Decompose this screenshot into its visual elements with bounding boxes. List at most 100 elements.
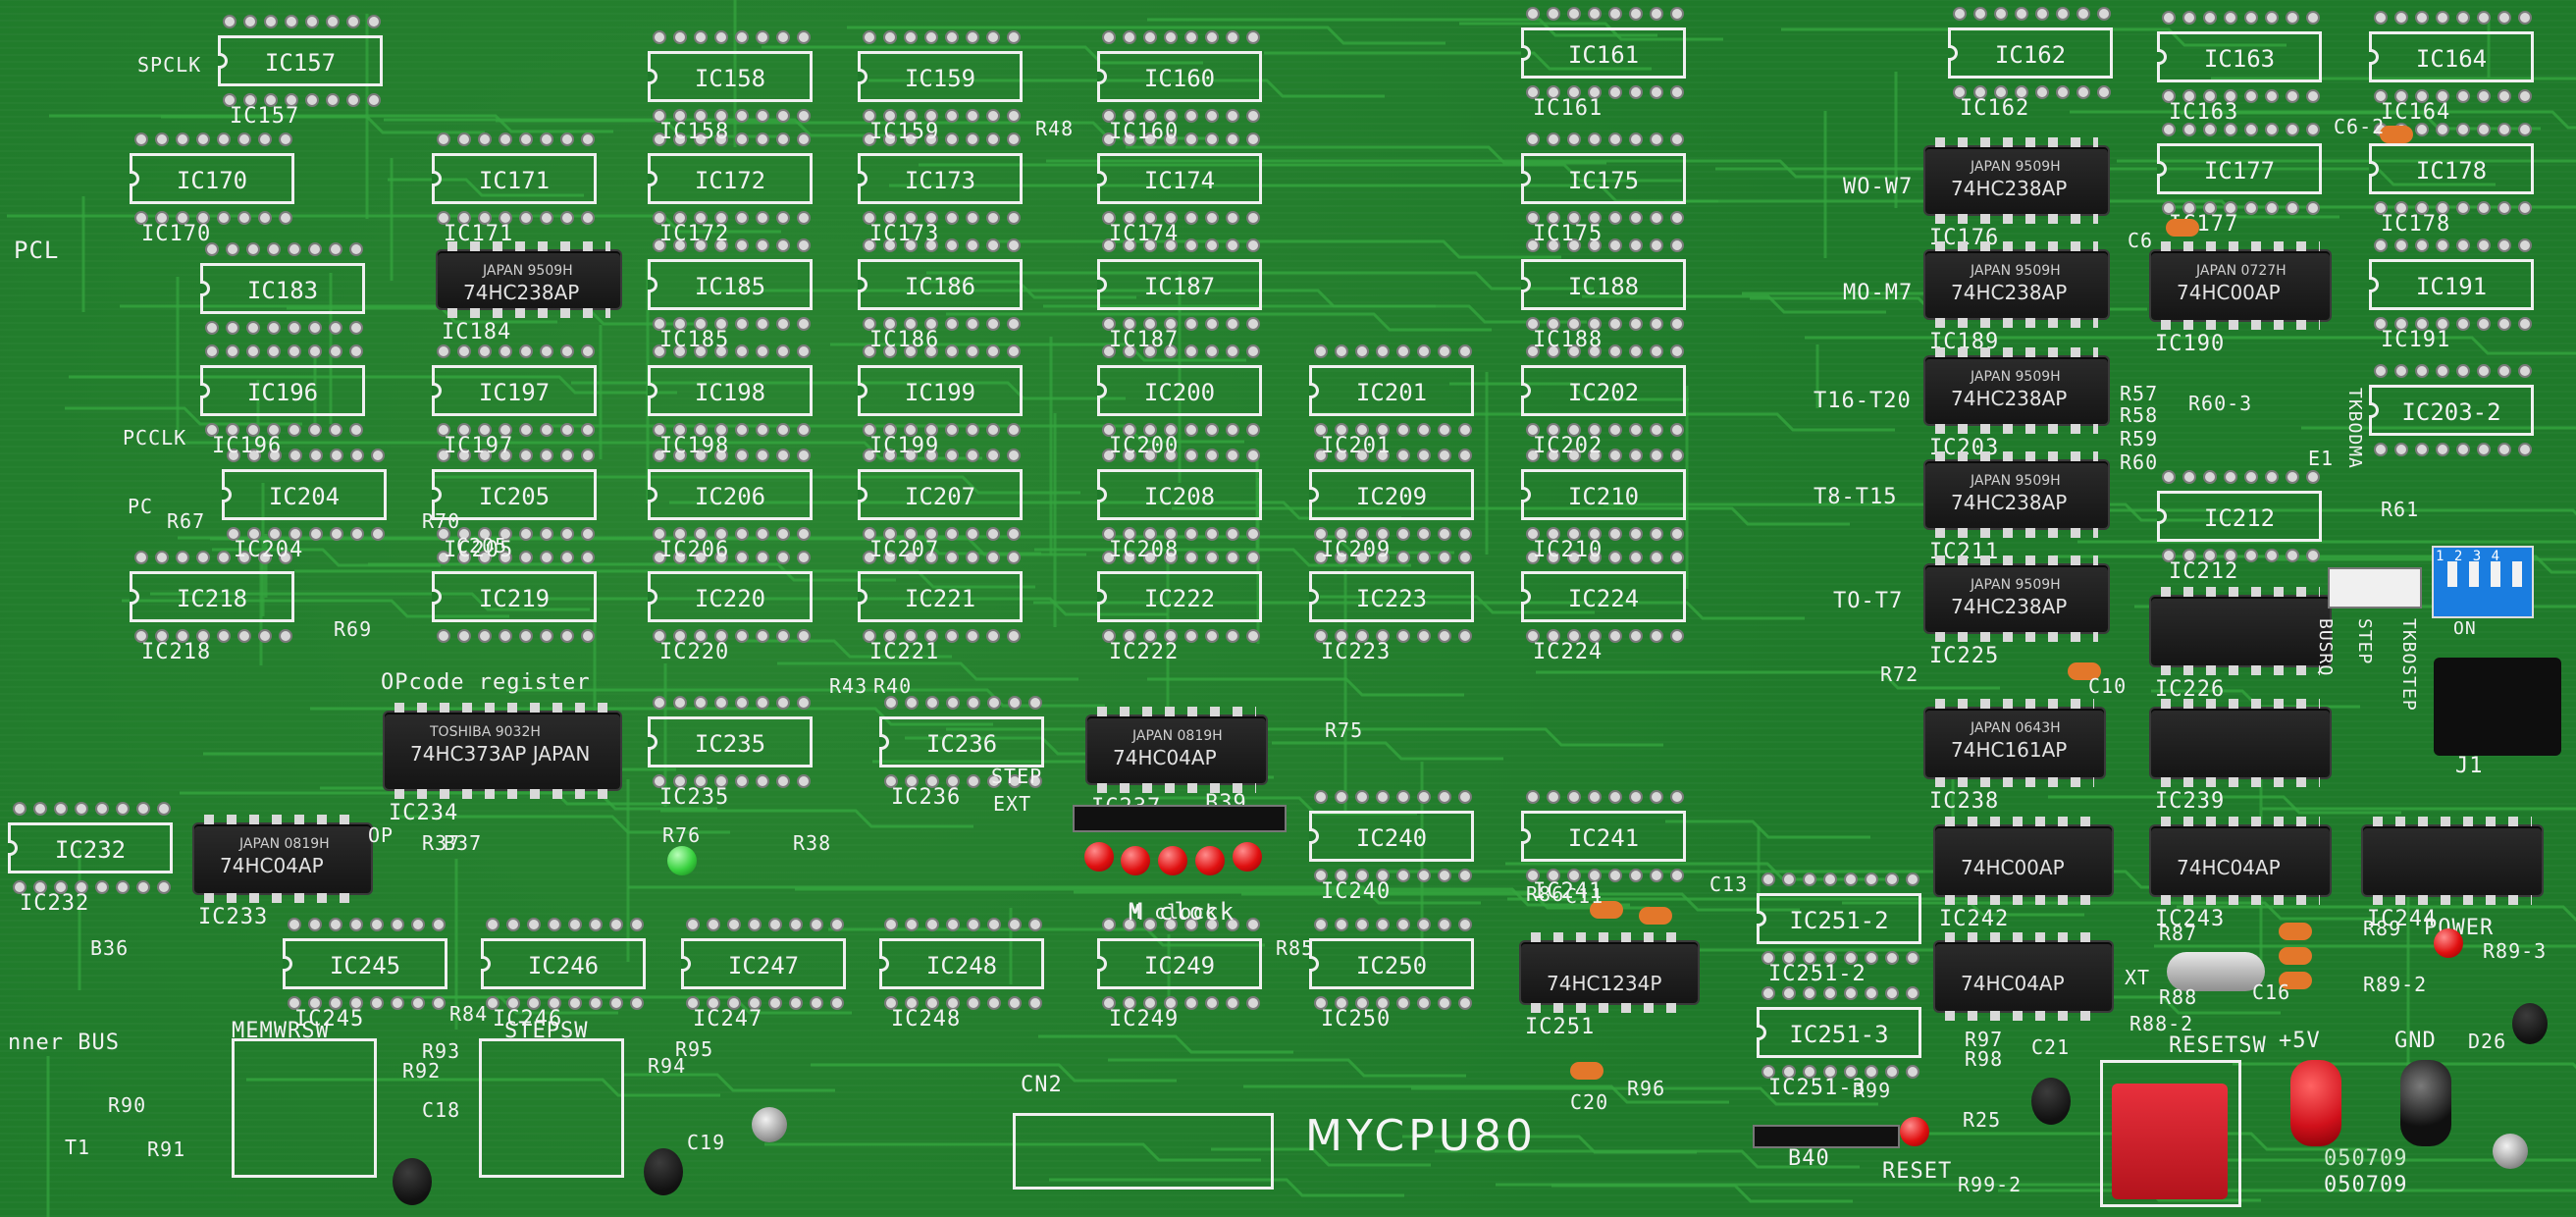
solder-pad — [714, 551, 728, 564]
solder-pad — [714, 527, 728, 541]
ic-socket-outline: IC196 — [200, 365, 365, 416]
solder-pad — [1205, 449, 1219, 462]
solder-pad — [176, 551, 189, 564]
solder-pad — [945, 423, 959, 437]
solder-pad — [308, 242, 322, 256]
solder-pad — [1008, 774, 1022, 788]
chip-ref-label: IC243 — [2155, 907, 2226, 931]
solder-pad — [2456, 201, 2470, 215]
solder-pad — [1761, 1065, 1775, 1079]
solder-pad — [329, 996, 342, 1010]
solder-pad — [1417, 527, 1431, 541]
ic-notch — [858, 277, 867, 292]
solder-pad — [884, 996, 898, 1010]
solder-pad — [673, 527, 687, 541]
solder-pad — [1650, 85, 1663, 99]
solder-pad — [1246, 211, 1260, 225]
chip-pins — [2161, 699, 2320, 709]
jumper-block[interactable] — [2328, 567, 2422, 608]
component-ref-label: R96 — [1627, 1077, 1666, 1100]
chip-part-number: 74HC04AP — [1961, 972, 2065, 995]
solder-pad — [653, 132, 666, 146]
solder-pad — [1376, 790, 1390, 804]
solder-pad — [789, 918, 803, 931]
ic-socket-outline: IC219 — [432, 571, 597, 622]
solder-pad — [1008, 996, 1022, 1010]
solder-pad — [966, 30, 979, 44]
solder-pad — [499, 132, 512, 146]
solder-pad — [2203, 89, 2217, 103]
solder-pad — [1670, 132, 1684, 146]
solder-pad — [2477, 317, 2491, 331]
plus5v-terminal[interactable] — [2290, 1060, 2341, 1146]
copper-trace — [1449, 382, 1689, 401]
solder-pad — [1007, 551, 1021, 564]
copper-trace — [919, 280, 1136, 299]
component-ref-label: R88 — [2159, 985, 2198, 1009]
ic-socket-outline: IC199 — [858, 365, 1023, 416]
solder-pad — [1143, 238, 1157, 252]
solder-pad — [2035, 7, 2049, 21]
ic-socket-outline: IC218 — [130, 571, 294, 622]
dip-switch[interactable] — [2432, 546, 2534, 618]
solder-pad — [349, 242, 363, 256]
ic-chip — [2363, 817, 2542, 905]
stepsw-switch[interactable] — [479, 1038, 624, 1178]
solder-pad — [1547, 317, 1560, 331]
reset-switch[interactable] — [2112, 1084, 2228, 1199]
solder-pad — [609, 918, 623, 931]
solder-pad — [1184, 918, 1198, 931]
solder-pad — [905, 696, 919, 710]
gnd-terminal[interactable] — [2400, 1060, 2451, 1146]
copper-trace — [660, 809, 973, 828]
ic-ref-label: IC191 — [2381, 328, 2451, 352]
solder-pad — [285, 93, 298, 107]
ic-label: IC200 — [1143, 379, 1216, 406]
solder-pad — [1164, 109, 1178, 123]
chip-pins — [1945, 1011, 2102, 1021]
solder-pad — [883, 211, 897, 225]
solder-pad — [714, 629, 728, 643]
solder-pad — [1588, 869, 1602, 882]
memwrsw-switch[interactable] — [232, 1038, 377, 1178]
solder-pad — [966, 527, 979, 541]
row-label-w0-w7: WO-W7 — [1843, 175, 1914, 199]
component-ref-label: PCCLK — [123, 426, 187, 450]
solder-pad — [1123, 918, 1136, 931]
solder-pad — [1567, 551, 1581, 564]
solder-pad — [883, 629, 897, 643]
chip-ref-label: IC242 — [1939, 907, 2010, 931]
dc-jack[interactable] — [2434, 658, 2561, 756]
ic-ref-label: IC178 — [2381, 212, 2451, 237]
solder-pad — [1314, 344, 1328, 358]
m-clock-label: M clock — [1129, 898, 1235, 926]
solder-pad — [308, 996, 322, 1010]
ic-label: IC221 — [904, 585, 976, 612]
solder-pad — [1650, 551, 1663, 564]
solder-pad — [2477, 89, 2491, 103]
ic-ref-label: IC250 — [1321, 1007, 1392, 1032]
solder-pad — [1246, 317, 1260, 331]
solder-pad — [673, 132, 687, 146]
solder-pad — [797, 423, 811, 437]
solder-pad — [673, 449, 687, 462]
solder-pad — [267, 344, 281, 358]
copper-trace — [150, 592, 590, 611]
solder-pad — [1123, 527, 1136, 541]
solder-pad — [1355, 918, 1369, 931]
ic-ref-label: IC206 — [659, 538, 730, 562]
solder-pad — [863, 238, 876, 252]
solder-pad — [2394, 11, 2408, 25]
copper-trace — [496, 119, 783, 138]
ic-socket-outline: IC198 — [648, 365, 813, 416]
solder-pad — [2518, 443, 2532, 456]
solder-pad — [1650, 449, 1663, 462]
solder-pad — [2374, 364, 2388, 378]
solder-pad — [1123, 629, 1136, 643]
ic-socket-outline: IC173 — [858, 153, 1023, 204]
indicator-led — [2434, 928, 2463, 958]
solder-pad — [267, 423, 281, 437]
chip-part-number: 74HC161AP — [1951, 738, 2068, 762]
solder-pad — [1007, 30, 1021, 44]
solder-pad — [1143, 211, 1157, 225]
